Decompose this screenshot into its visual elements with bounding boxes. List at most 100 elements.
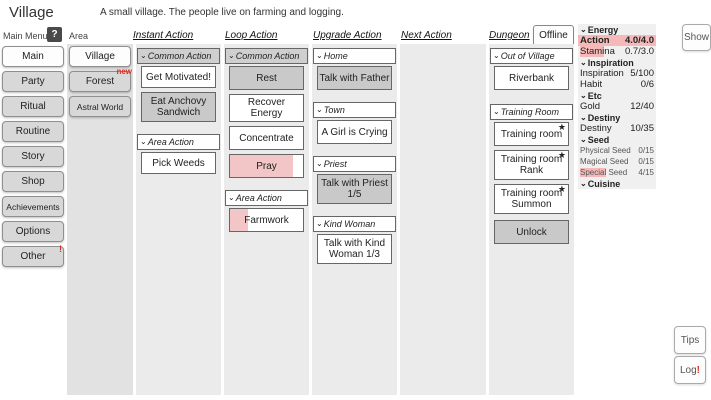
stat-label: Gold [580, 101, 601, 112]
stat-label-highlight: Stami [580, 46, 605, 57]
menu-item-ritual[interactable]: Ritual [2, 96, 64, 117]
menu-item-achievements[interactable]: Achievements [2, 196, 64, 217]
main-menu-label: Main Menu [3, 31, 48, 41]
instant-action-column: ⌄ Common Action Get Motivated! Eat Ancho… [136, 44, 221, 395]
new-badge: new [116, 67, 132, 76]
menu-item-story[interactable]: Story [2, 146, 64, 167]
area-item-forest[interactable]: Forest new [69, 67, 132, 92]
group-title: Kind Woman [323, 219, 376, 229]
help-button[interactable]: ? [47, 27, 62, 42]
show-button[interactable]: Show [682, 24, 711, 51]
training-room-button[interactable]: ★ Training room [494, 122, 569, 146]
group-title: Training Room [500, 107, 560, 117]
area-item-village[interactable]: Village [69, 46, 131, 67]
training-room-summon-button[interactable]: ★ Training room Summon [494, 184, 569, 214]
etc-group-title[interactable]: ⌄Etc [578, 90, 656, 101]
seed-group-title[interactable]: ⌄Seed [578, 134, 656, 145]
priest-group-header[interactable]: ⌄ Priest [313, 156, 396, 172]
home-group-header[interactable]: ⌄ Home [313, 48, 396, 64]
common-action-group-header[interactable]: ⌄ Common Action [225, 48, 308, 64]
talk-with-father-button[interactable]: Talk with Father [317, 66, 392, 90]
pray-button[interactable]: Pray [229, 154, 304, 178]
stat-label: Magical Seed [580, 157, 629, 166]
get-motivated-button[interactable]: Get Motivated! [141, 66, 216, 88]
eat-anchovy-sandwich-button[interactable]: Eat Anchovy Sandwich [141, 92, 216, 122]
next-action-column [400, 44, 486, 395]
stat-label-rest: na [604, 46, 615, 57]
menu-item-routine[interactable]: Routine [2, 121, 64, 142]
dungeon-column: ⌄ Out of Village Riverbank ⌄ Training Ro… [489, 44, 574, 395]
alert-badge: ! [696, 364, 701, 376]
training-room-rank-button[interactable]: ★ Training room Rank [494, 150, 569, 180]
stat-value: 0/6 [640, 79, 654, 90]
concentrate-button[interactable]: Concentrate [229, 126, 304, 150]
stat-row-action: Action 4.0/4.0 [578, 35, 656, 46]
chevron-down-icon: ⌄ [580, 24, 587, 34]
stat-label: Physical Seed [580, 146, 631, 155]
log-button-label: Log [679, 364, 697, 376]
stats-panel: ⌄Energy Action 4.0/4.0 Stamina 0.7/3.0 ⌄… [578, 24, 656, 189]
stat-label-rest: Seed [606, 168, 628, 177]
instant-action-header: Instant Action [133, 30, 194, 41]
inspiration-group-title[interactable]: ⌄Inspiration [578, 57, 656, 68]
stat-label: Habit [580, 79, 603, 90]
group-title: Common Action [147, 51, 212, 61]
pick-weeds-button[interactable]: Pick Weeds [141, 152, 216, 174]
area-action-group-header[interactable]: ⌄ Area Action [137, 134, 220, 150]
stat-value: 0.7/3.0 [624, 46, 654, 57]
stat-row-magical-seed: Magical Seed 0/15 [578, 156, 656, 167]
menu-item-shop[interactable]: Shop [2, 171, 64, 192]
log-button[interactable]: Log ! [674, 356, 706, 384]
page-subtitle: A small village. The people live on farm… [100, 7, 344, 18]
chevron-down-icon: ⌄ [140, 137, 147, 146]
energy-group-title[interactable]: ⌄Energy [578, 24, 656, 35]
training-room-group-header[interactable]: ⌄ Training Room [490, 104, 573, 120]
farmwork-button[interactable]: Farmwork [229, 208, 304, 232]
group-title: Out of Village [500, 51, 555, 61]
unlock-button[interactable]: Unlock [494, 220, 569, 244]
common-action-group-header[interactable]: ⌄ Common Action [137, 48, 220, 64]
offline-button[interactable]: Offline [533, 25, 574, 46]
area-action-group-header[interactable]: ⌄ Area Action [225, 190, 308, 206]
chevron-down-icon: ⌄ [228, 193, 235, 202]
area-label: Area [69, 31, 89, 41]
cuisine-group-title[interactable]: ⌄Cuisine [578, 178, 656, 189]
town-group-header[interactable]: ⌄ Town [313, 102, 396, 118]
stat-value: 0/15 [638, 146, 654, 155]
stat-value: 4/15 [638, 168, 654, 177]
stat-label: Inspiration [580, 68, 624, 79]
stat-value: 5/100 [630, 68, 654, 79]
talk-with-kind-woman-button[interactable]: Talk with Kind Woman 1/3 [317, 234, 392, 264]
chevron-down-icon: ⌄ [316, 51, 323, 60]
girl-is-crying-button[interactable]: A Girl is Crying [317, 120, 392, 144]
menu-item-options[interactable]: Options [2, 221, 64, 242]
button-label: Training room [500, 188, 563, 199]
area-item-astral-world[interactable]: Astral World [69, 96, 131, 117]
button-label-line2: Rank [519, 165, 544, 176]
star-icon: ★ [557, 184, 566, 194]
button-label: Training room [500, 154, 563, 165]
stat-group-label: Energy [587, 24, 619, 35]
menu-item-main[interactable]: Main [2, 46, 64, 67]
recover-energy-button[interactable]: Recover Energy [229, 94, 304, 122]
destiny-group-title[interactable]: ⌄Destiny [578, 112, 656, 123]
menu-item-label: Other [20, 251, 46, 262]
stat-row-gold: Gold 12/40 [578, 101, 656, 112]
page-title: Village [9, 4, 54, 21]
kind-woman-group-header[interactable]: ⌄ Kind Woman [313, 216, 396, 232]
stat-label: Special Seed [580, 168, 627, 177]
chevron-down-icon: ⌄ [316, 159, 323, 168]
menu-item-other[interactable]: Other ! [2, 245, 64, 267]
star-icon: ★ [557, 122, 566, 132]
upgrade-action-column: ⌄ Home Talk with Father ⌄ Town A Girl is… [312, 44, 397, 395]
chevron-down-icon: ⌄ [228, 51, 235, 60]
out-of-village-group-header[interactable]: ⌄ Out of Village [490, 48, 573, 64]
loop-action-header: Loop Action [225, 30, 278, 41]
menu-item-party[interactable]: Party [2, 71, 64, 92]
chevron-down-icon: ⌄ [316, 219, 323, 228]
riverbank-button[interactable]: Riverbank [494, 66, 569, 90]
group-title: Priest [323, 159, 347, 169]
tips-button[interactable]: Tips [674, 326, 706, 354]
rest-button[interactable]: Rest [229, 66, 304, 90]
talk-with-priest-button[interactable]: Talk with Priest 1/5 [317, 174, 392, 204]
